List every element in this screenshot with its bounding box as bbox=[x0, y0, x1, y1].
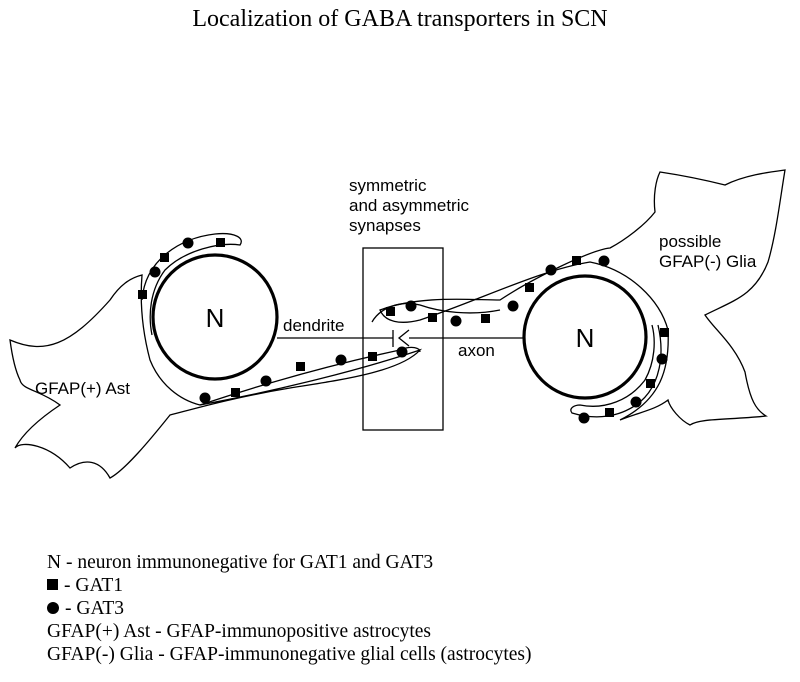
gat1-marker bbox=[160, 253, 169, 262]
circle-icon bbox=[47, 601, 59, 614]
dendrite-label: dendrite bbox=[283, 316, 344, 335]
legend-gat3-text: - GAT3 bbox=[65, 598, 125, 619]
glia-label-line2: GFAP(-) Glia bbox=[659, 252, 757, 271]
gat3-marker bbox=[630, 396, 642, 408]
legend-gat1-text: - GAT1 bbox=[64, 575, 124, 596]
legend-neuron: N - neuron immunonegative for GAT1 and G… bbox=[47, 552, 434, 573]
gat1-marker bbox=[525, 283, 534, 292]
gat3-marker bbox=[598, 255, 610, 267]
gat1-marker bbox=[428, 313, 437, 322]
gat3-marker bbox=[149, 266, 161, 278]
neuron-left-label: N bbox=[206, 303, 225, 333]
gat1-marker bbox=[368, 352, 377, 361]
legend-gfap-negative: GFAP(-) Glia - GFAP-immunonegative glial… bbox=[47, 644, 532, 665]
legend-gfap-positive: GFAP(+) Ast - GFAP-immunopositive astroc… bbox=[47, 621, 432, 642]
synapse-label-line1: symmetric bbox=[349, 176, 427, 195]
legend-gat3-row: - GAT3 bbox=[47, 597, 532, 620]
square-icon bbox=[47, 579, 58, 591]
left-neuron bbox=[151, 253, 279, 381]
glia-label-line1: possible bbox=[659, 232, 721, 251]
gat3-marker bbox=[507, 300, 519, 312]
gat1-marker bbox=[660, 328, 669, 337]
gat3-marker bbox=[335, 354, 347, 366]
gat3-marker bbox=[396, 346, 408, 358]
synapse-label-line2: and asymmetric bbox=[349, 196, 469, 215]
right-neuron bbox=[522, 274, 648, 400]
gat3-markers bbox=[149, 237, 668, 424]
right-glial-wrap bbox=[570, 324, 662, 418]
gat3-marker bbox=[182, 237, 194, 249]
axon-terminal bbox=[397, 329, 410, 347]
gat3-marker bbox=[450, 315, 462, 327]
left-glial-process-upper bbox=[199, 346, 421, 406]
axon-label: axon bbox=[458, 341, 495, 360]
gat1-marker bbox=[572, 256, 581, 265]
gat1-marker bbox=[386, 307, 395, 316]
gat1-marker bbox=[231, 388, 240, 397]
gat1-marker bbox=[296, 362, 305, 371]
gat3-marker bbox=[545, 264, 557, 276]
astrocyte-label: GFAP(+) Ast bbox=[35, 379, 130, 398]
legend: N - neuron immunonegative for GAT1 and G… bbox=[47, 551, 532, 666]
synapse-label-line3: synapses bbox=[349, 216, 421, 235]
left-glial-wrap bbox=[141, 232, 242, 336]
gat1-marker bbox=[481, 314, 490, 323]
left-astrocyte-outline bbox=[9, 274, 423, 479]
synapse-box bbox=[362, 247, 444, 431]
right-glia-outline bbox=[379, 169, 786, 426]
gat1-marker bbox=[138, 290, 147, 299]
neuron-right-label: N bbox=[576, 323, 595, 353]
gat1-marker bbox=[605, 408, 614, 417]
right-glial-process-lower bbox=[371, 302, 501, 323]
diagram-title: Localization of GABA transporters in SCN bbox=[192, 6, 608, 32]
gat3-marker bbox=[260, 375, 272, 387]
gat1-markers bbox=[138, 238, 669, 417]
legend-gat1-row: - GAT1 bbox=[47, 574, 532, 597]
gat3-marker bbox=[578, 412, 590, 424]
gat3-marker bbox=[199, 392, 211, 404]
gat1-marker bbox=[646, 379, 655, 388]
gat3-marker bbox=[656, 353, 668, 365]
gat1-marker bbox=[216, 238, 225, 247]
gat3-marker bbox=[405, 300, 417, 312]
